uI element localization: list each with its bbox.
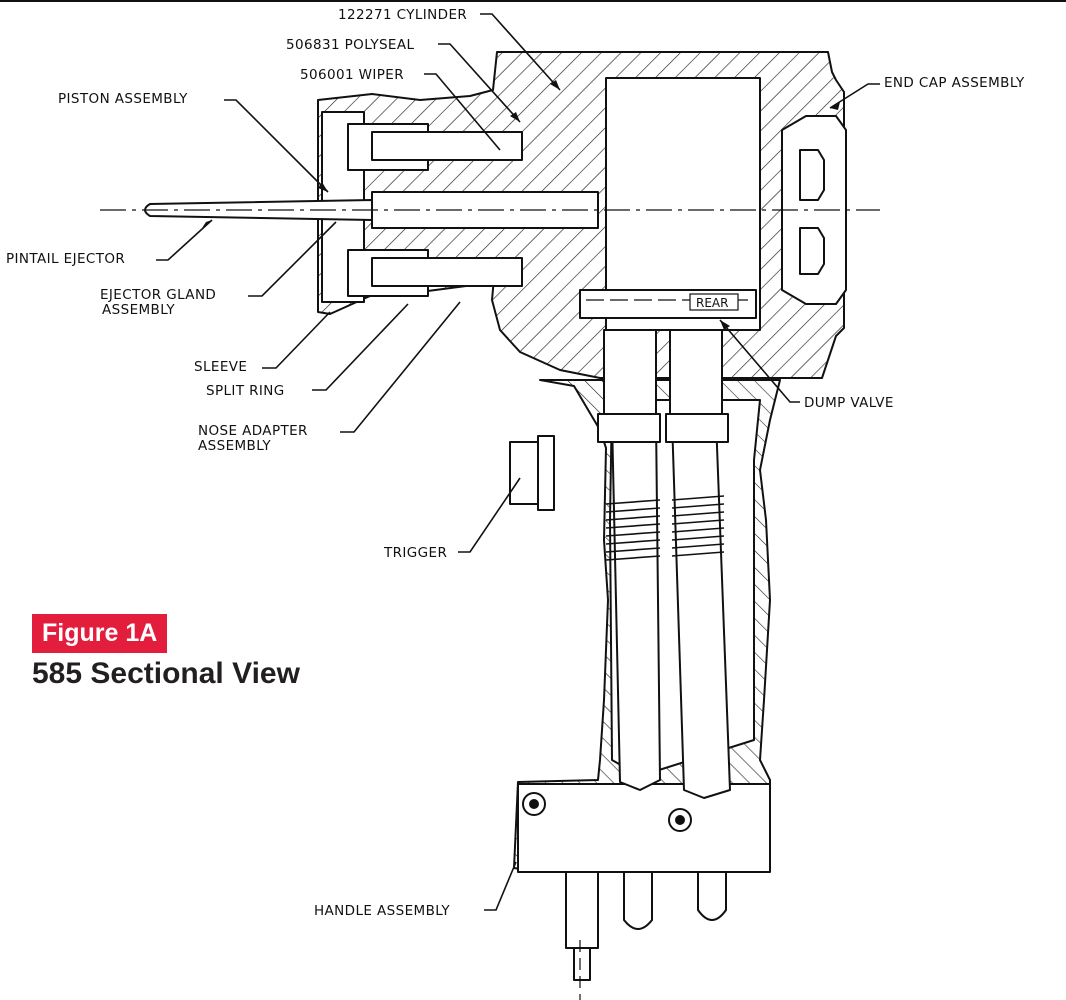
- callout-nose-adapter: NOSE ADAPTER ASSEMBLY: [198, 424, 308, 454]
- top-rule: [0, 0, 1066, 2]
- hydraulic-tube-2: [697, 872, 727, 921]
- handle-base: [517, 783, 771, 873]
- callout-piston: PISTON ASSEMBLY: [58, 91, 188, 107]
- callout-ejector-gland: EJECTOR GLAND ASSEMBLY: [100, 288, 216, 318]
- figure-title: 585 Sectional View: [32, 657, 300, 690]
- callout-nose-adapter-line2: ASSEMBLY: [198, 438, 271, 454]
- air-tube: [565, 872, 599, 949]
- callout-polyseal: 506831 POLYSEAL: [286, 37, 415, 53]
- cylinder-bore: [605, 77, 761, 331]
- rear-label-box: [689, 293, 739, 311]
- hydraulic-tube-1: [623, 872, 653, 930]
- callout-sleeve: SLEEVE: [194, 359, 248, 375]
- callout-pintail-ejector: PINTAIL EJECTOR: [6, 251, 126, 267]
- figure-badge: Figure 1A: [32, 614, 168, 653]
- callout-ejector-gland-line1: EJECTOR GLAND: [100, 287, 217, 303]
- callout-handle: HANDLE ASSEMBLY: [314, 903, 451, 919]
- rear-label: REAR: [696, 296, 728, 310]
- callout-cylinder: 122271 CYLINDER: [338, 7, 468, 23]
- callout-nose-adapter-line1: NOSE ADAPTER: [198, 423, 308, 439]
- callout-split-ring: SPLIT RING: [206, 383, 285, 399]
- callout-wiper: 506001 WIPER: [300, 67, 405, 83]
- callout-end-cap: END CAP ASSEMBLY: [884, 75, 1025, 91]
- callout-dump-valve: DUMP VALVE: [804, 395, 894, 411]
- callout-ejector-gland-line2: ASSEMBLY: [102, 302, 175, 318]
- callout-trigger: TRIGGER: [384, 545, 448, 561]
